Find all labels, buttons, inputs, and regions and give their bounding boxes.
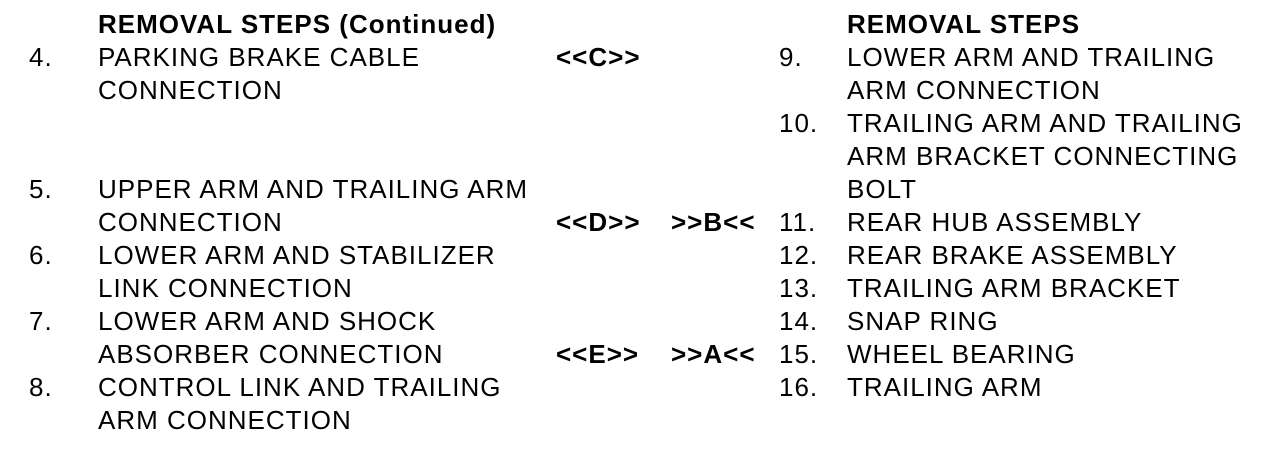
step-7-text-line-1: LOWER ARM AND SHOCK [98, 306, 437, 336]
step-number-7: 7. [29, 306, 53, 336]
step-16-text-line-1: TRAILING ARM [847, 372, 1043, 402]
step-number-15: 15. [779, 339, 819, 369]
step-number-11: 11. [779, 207, 817, 237]
step-8-text-line-1: CONTROL LINK AND TRAILING [98, 372, 502, 402]
step-number-5: 5. [29, 174, 53, 204]
step-number-9: 9. [779, 42, 803, 72]
step-number-6: 6. [29, 240, 53, 270]
step-5-text-line-2: CONNECTION [98, 207, 283, 237]
step-15-text-line-1: WHEEL BEARING [847, 339, 1076, 369]
step-5-text-line-1: UPPER ARM AND TRAILING ARM [98, 174, 529, 204]
removal-callout-d: <<D>> [556, 207, 641, 237]
step-6-text-line-2: LINK CONNECTION [98, 273, 353, 303]
removal-callout-c: <<C>> [556, 42, 641, 72]
step-10-text-line-1: TRAILING ARM AND TRAILING [847, 108, 1243, 138]
step-6-text-line-1: LOWER ARM AND STABILIZER [98, 240, 496, 270]
installation-callout-a: >>A<< [671, 339, 756, 369]
step-10-text-line-3: BOLT [847, 174, 917, 204]
step-8-text-line-2: ARM CONNECTION [98, 405, 352, 435]
step-number-4: 4. [29, 42, 53, 72]
step-number-8: 8. [29, 372, 53, 402]
step-4-text-line-1: PARKING BRAKE CABLE [98, 42, 420, 72]
installation-callout-b: >>B<< [671, 207, 756, 237]
step-9-text-line-1: LOWER ARM AND TRAILING [847, 42, 1216, 72]
step-12-text-line-1: REAR BRAKE ASSEMBLY [847, 240, 1178, 270]
step-9-text-line-2: ARM CONNECTION [847, 75, 1101, 105]
step-7-text-line-2: ABSORBER CONNECTION [98, 339, 444, 369]
right-section-header: REMOVAL STEPS [847, 9, 1081, 39]
step-4-text-line-2: CONNECTION [98, 75, 283, 105]
step-number-10: 10. [779, 108, 819, 138]
removal-callout-e: <<E>> [556, 339, 640, 369]
step-number-14: 14. [779, 306, 819, 336]
step-11-text-line-1: REAR HUB ASSEMBLY [847, 207, 1143, 237]
step-number-13: 13. [779, 273, 819, 303]
step-14-text-line-1: SNAP RING [847, 306, 999, 336]
step-number-16: 16. [779, 372, 819, 402]
step-number-12: 12. [779, 240, 819, 270]
step-10-text-line-2: ARM BRACKET CONNECTING [847, 141, 1239, 171]
step-13-text-line-1: TRAILING ARM BRACKET [847, 273, 1181, 303]
left-section-header: REMOVAL STEPS (Continued) [98, 9, 497, 39]
